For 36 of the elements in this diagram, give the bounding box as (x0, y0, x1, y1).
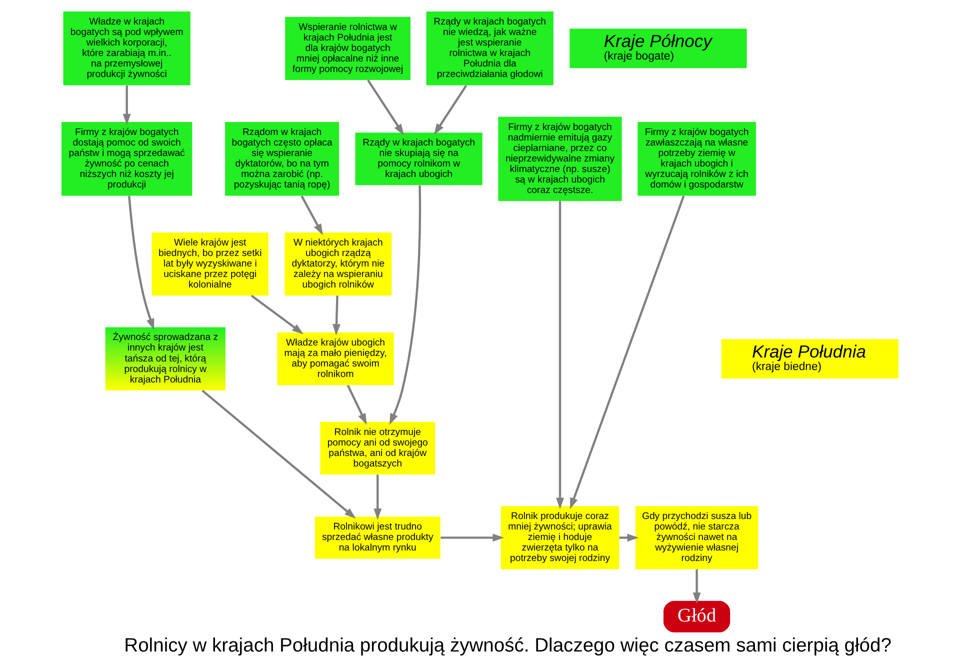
caption: Rolnicy w krajach Południa produkują żywność. Dlaczego więc czasem sami cierpią głód? (124, 635, 892, 656)
node-box: Firmy z krajów bogatych dostają pomoc od swoich państw i mogą sprzedawać żywność po cenach niższych niż koszty jej produkcji (61, 122, 192, 196)
node-box: Kraje Południa (kraje biedne) (720, 339, 898, 379)
arrow (366, 80, 404, 136)
arrow (440, 534, 504, 542)
node-box: Rolnikowi jest trudno sprzedać własne produkty na lokalnym rynku (314, 516, 440, 559)
arrow (618, 534, 638, 542)
arrow (201, 390, 356, 519)
node-box: Władze w krajach bogatych są pod wpływem wielkich korporacji, które zarabiają m.in.. na przemysłowej produkcji żywności (62, 12, 190, 86)
arrow (570, 196, 684, 510)
node-box: Głód (663, 600, 730, 632)
node-box: Gdy przychodzi susza lub powódź, nie starcza żywności nawet na wyżywienie własnej rodziny (634, 506, 758, 570)
node-box: Rządy w krajach bogatych nie wiedzą, jak ważne jest wspieranie rolnictwa w krajach Południa dla przeciwdziałania głodowi (426, 12, 553, 86)
arrow (373, 474, 382, 520)
arrow (300, 195, 323, 236)
arrow (556, 201, 564, 510)
node-box: W niektórych krajach ubogich rządzą dyktatorzy, którym nie zależy na wspieraniu ubogich rolników (284, 232, 392, 296)
node-box: Rządy w krajach bogatych nie skupiają się na pomocy rolnikom w krajach ubogich (354, 132, 482, 186)
node-box: Rządom w krajach bogatych często opłaca się wspieranie dyktatorów, bo na tym można zarobić (np. pozyskując tanią ropę) (224, 122, 339, 196)
node-box: Wiele krajów jest biednych, bo przez setki lat były wyzyskiwane i uciskane przez potęgi kolonialne (151, 232, 268, 296)
arrow (346, 384, 366, 425)
node-box: Firmy z krajów bogatych nadmiernie emitują gazy cieplarniane, przez co nieprzewidywalne zmiany klimatyczne (np. susze) są w krajach ubogich coraz częstsze. (498, 116, 622, 201)
arrow (388, 185, 421, 425)
node-box: Żywność sprowadzana z innych krajów jest tańsza od tej, którą produkują rolnicy w krajach Południa (104, 327, 225, 390)
arrow (128, 196, 154, 330)
arrow (332, 296, 340, 336)
node-box: Kraje Północy (kraje bogate) (569, 28, 746, 68)
node-box: Rolnik produkuje coraz mniej żywności; uprawia ziemię i hoduje zwierzęta tylko na potrzeby swojej rodziny (500, 506, 619, 570)
node-box: Władze krajów ubogich mają za mało pieniędzy, aby pomagać swoim rolnikom (276, 332, 394, 386)
arrow (433, 84, 467, 136)
node-box: Rolnik nie otrzymuje pomocy ani od swojego państwa, ani od krajów bogatszych (320, 422, 435, 475)
arrow (122, 85, 130, 126)
node-box: Wspieranie rolnictwa w krajach Południa jest dla krajów bogatych mniej opłacalne niż inne formy pomocy rozwojowej (284, 16, 410, 80)
arrow (692, 569, 700, 604)
arrow (250, 294, 304, 334)
node-box: Firmy z krajów bogatych zawłaszczają na własne potrzeby ziemię w krajach ubogich i wyrzucają rolników z ich domów i gospodarstw (637, 122, 756, 196)
